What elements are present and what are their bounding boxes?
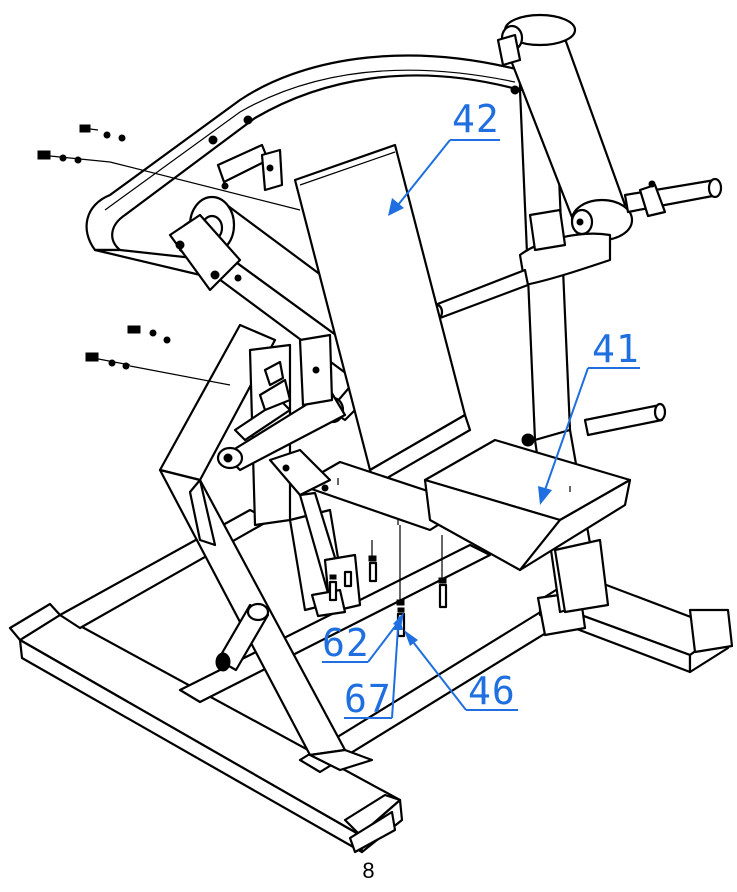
leader-42-arrowhead <box>388 198 404 216</box>
callout-67: 67 <box>344 677 392 721</box>
exploded-fasteners <box>37 115 448 638</box>
seat-assembly-41 <box>268 438 632 618</box>
leader-46-arrowhead <box>404 630 418 646</box>
leader-67 <box>391 627 399 719</box>
bolt-set-middle <box>85 325 231 386</box>
right-pivot-arm <box>430 13 723 447</box>
lower-foot-peg <box>215 602 270 672</box>
callout-leaders <box>322 139 640 719</box>
lower-linkage <box>216 333 347 472</box>
leader-42 <box>397 139 451 206</box>
leader-46 <box>409 637 467 711</box>
page-number: 8 <box>362 858 375 883</box>
callout-41: 41 <box>592 327 640 371</box>
leader-41 <box>544 367 589 491</box>
back-pad-42 <box>293 143 472 487</box>
callout-42: 42 <box>452 97 500 141</box>
callout-46: 46 <box>468 669 516 713</box>
bolt-set-upper <box>37 124 301 211</box>
leader-62 <box>367 619 401 663</box>
callout-62: 62 <box>322 621 370 665</box>
top-frame-tube <box>85 54 522 284</box>
leader-67-arrowhead <box>394 615 403 630</box>
leader-41-arrowhead <box>538 486 552 505</box>
